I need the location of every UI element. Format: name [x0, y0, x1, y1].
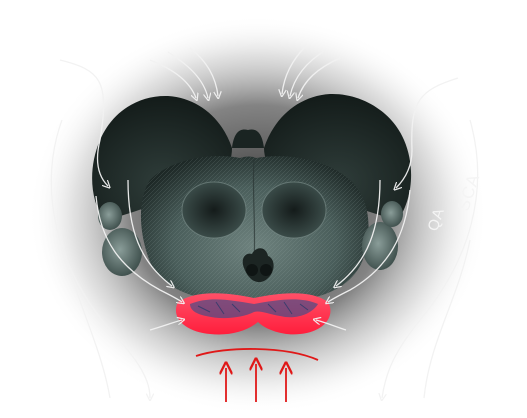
left-inner-nodule	[98, 202, 122, 230]
right-aqueduct-cavity	[262, 182, 326, 238]
curved-arrow-icon	[149, 59, 196, 98]
lateral-nodules	[98, 201, 403, 276]
curved-arrow-icon	[316, 320, 347, 331]
curved-arrow-icon	[336, 179, 381, 286]
curved-arrow-icon	[189, 47, 218, 96]
curved-arrow-icon	[149, 320, 182, 331]
qa-label: QA	[425, 205, 448, 233]
curved-arrow-icon	[95, 195, 182, 302]
white-flow-arrows	[50, 45, 479, 398]
right-outer-nodule	[362, 222, 398, 270]
curved-arrow-icon	[282, 45, 307, 94]
highlighted-lesion	[175, 293, 331, 335]
right-inner-nodule	[381, 201, 403, 227]
curved-arrow-icon	[298, 57, 341, 98]
curved-arrow-icon	[127, 179, 172, 286]
left-outer-nodule	[102, 228, 142, 276]
curved-arrow-icon	[382, 119, 479, 398]
compression-arc	[195, 348, 319, 361]
curved-arrow-icon	[59, 59, 108, 186]
curved-arrow-icon	[396, 77, 459, 188]
curved-arrow-icon	[50, 119, 150, 398]
right-lobe	[264, 93, 412, 220]
curved-arrow-icon	[167, 51, 208, 98]
curved-arrow-icon	[328, 189, 411, 302]
curved-arrow-icon	[290, 49, 327, 96]
left-aqueduct-cavity	[182, 182, 246, 238]
compression-indicator	[195, 348, 319, 402]
